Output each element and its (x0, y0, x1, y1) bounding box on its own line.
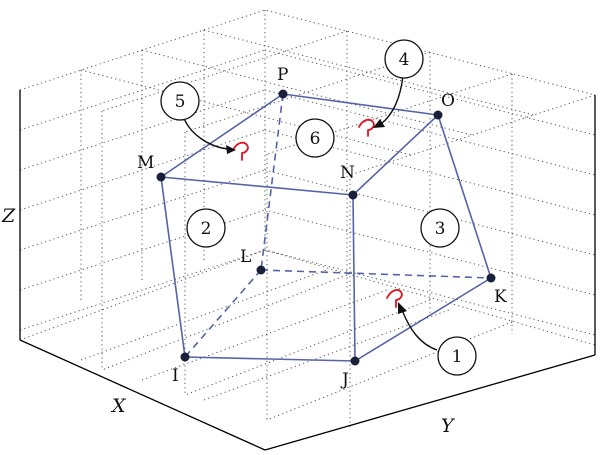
face-number-5: 5 (175, 92, 186, 112)
face-callout-6: 6 (295, 118, 335, 158)
edge-P-L (260, 93, 284, 271)
edge-L-K (260, 269, 492, 279)
vertex-P (278, 89, 288, 99)
edge-I-J (184, 356, 356, 362)
vertex-labels: P O M N L K I J (137, 65, 507, 390)
face-number-3: 3 (435, 219, 446, 239)
x-axis-label: X (110, 395, 127, 417)
vertex-label-P: P (277, 65, 288, 85)
edge-P-M (160, 93, 284, 178)
face-callout-2: 2 (186, 208, 226, 248)
hidden-edges (184, 93, 492, 358)
vertex-label-L: L (240, 247, 251, 267)
vertex-M (156, 172, 166, 182)
vertex-label-J: J (340, 370, 349, 390)
edge-M-I (160, 176, 186, 358)
visible-edges (160, 93, 492, 362)
tick-marker-face-1 (386, 289, 403, 308)
vertices (156, 89, 496, 366)
face-callout-1: 1 (437, 336, 477, 376)
face-number-4: 4 (399, 50, 410, 70)
y-axis-label: Y (441, 415, 456, 437)
vertex-K (486, 273, 496, 283)
callout-arrows (182, 75, 438, 351)
face-callout-5: 5 (160, 81, 200, 121)
face-number-6: 6 (310, 129, 321, 149)
edge-N-O (352, 114, 439, 196)
tick-markers (232, 118, 403, 308)
edge-O-K (437, 114, 492, 279)
vertex-I (180, 352, 190, 362)
edge-N-J (352, 194, 356, 362)
arrowhead-5 (226, 145, 236, 154)
edge-M-N (160, 176, 354, 196)
vertex-label-O: O (441, 91, 455, 111)
vertex-label-N: N (340, 163, 355, 183)
axis-frame (19, 90, 596, 451)
background-grid (19, 9, 596, 430)
vertex-label-I: I (172, 366, 179, 386)
face-callout-3: 3 (420, 208, 460, 248)
vertex-J (350, 356, 360, 366)
face-number-2: 2 (201, 219, 212, 239)
arrow-4 (381, 75, 404, 124)
edge-P-O (282, 93, 439, 116)
arrowhead-1 (398, 302, 407, 314)
face-number-1: 1 (452, 347, 463, 367)
vertex-O (433, 110, 443, 120)
edge-L-I (184, 269, 262, 358)
edge-J-K (354, 277, 492, 362)
arrowhead-4 (373, 119, 385, 128)
arrow-1 (401, 309, 438, 351)
vertex-label-K: K (494, 287, 507, 307)
face-callouts: 1 2 3 4 5 6 (160, 39, 477, 376)
vertex-L (256, 265, 266, 275)
vertex-label-M: M (137, 153, 154, 173)
face-callout-4: 4 (384, 39, 424, 79)
vertex-N (348, 190, 358, 200)
arrow-5 (182, 115, 229, 150)
tick-marker-face-5 (232, 141, 249, 161)
tick-marker-face-4 (358, 118, 375, 137)
z-axis-label: Z (1, 205, 16, 227)
